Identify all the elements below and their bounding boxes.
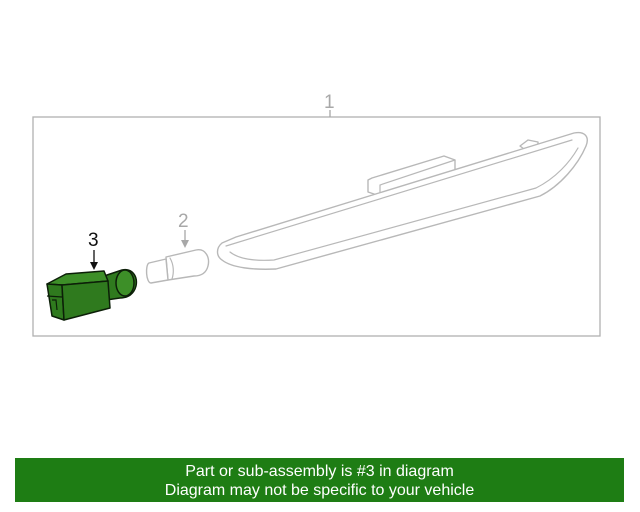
assembly-frame [32,116,601,337]
banner-line-disclaimer: Diagram may not be specific to your vehi… [164,482,475,499]
diagram-notice-banner: Part or sub-assembly is #3 in diagram Di… [15,458,624,502]
callout-3-arrowhead [90,262,98,270]
side-marker-lamp [216,131,588,270]
socket-highlighted [46,268,138,321]
callout-2-arrowhead [181,240,189,248]
callout-1-label: 1 [324,92,335,113]
bulb [145,249,210,284]
callout-3-label: 3 [88,230,99,251]
callout-2-label: 2 [178,211,189,232]
banner-line-part: Part or sub-assembly is #3 in diagram [185,463,454,480]
